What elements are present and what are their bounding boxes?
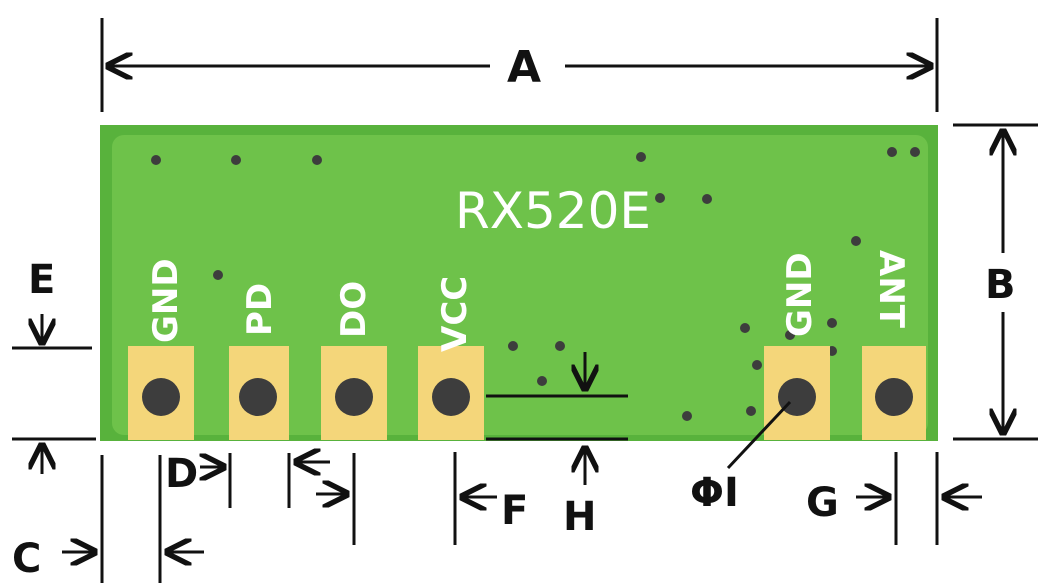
pin-label-gnd-1: GND <box>146 258 186 343</box>
pad-4 <box>418 346 484 440</box>
pad-1 <box>128 346 194 440</box>
pads <box>128 346 926 440</box>
dimension-label-b: B <box>985 262 1016 308</box>
dimension-label-h: H <box>563 494 596 540</box>
dimension-d <box>200 453 232 508</box>
pin-label-do: DO <box>334 281 374 338</box>
via-dots <box>151 147 920 421</box>
dimension-i <box>726 400 792 470</box>
dimension-label-g: G <box>806 480 839 526</box>
dimension-a <box>100 18 939 112</box>
pin-label-gnd-2: GND <box>780 252 820 337</box>
dimension-f <box>453 452 497 545</box>
dimension-g <box>856 452 982 545</box>
board-model-label: RX520E <box>455 182 651 240</box>
pad-3 <box>321 346 387 440</box>
dimension-e <box>12 314 96 474</box>
dimension-label-e: E <box>28 257 55 303</box>
pin-label-ant: ANT <box>871 250 911 329</box>
pin-label-vcc: VCC <box>435 276 475 352</box>
dimension-h <box>486 352 628 485</box>
dimension-label-d: D <box>165 451 198 497</box>
pad-2 <box>229 346 289 440</box>
pad-6 <box>862 346 926 440</box>
dimension-label-f: F <box>501 488 528 534</box>
dimension-c <box>62 455 204 583</box>
dimension-label-c: C <box>12 536 41 582</box>
pin-labels: GND PD DO VCC GND ANT <box>146 250 911 352</box>
pin-label-pd: PD <box>240 283 280 336</box>
pad-pitch-marker <box>287 453 356 545</box>
dimension-b <box>953 123 1038 441</box>
dimension-label-i: ΦI <box>690 470 739 516</box>
dimension-label-a: A <box>507 42 541 93</box>
pad-5 <box>764 346 830 440</box>
